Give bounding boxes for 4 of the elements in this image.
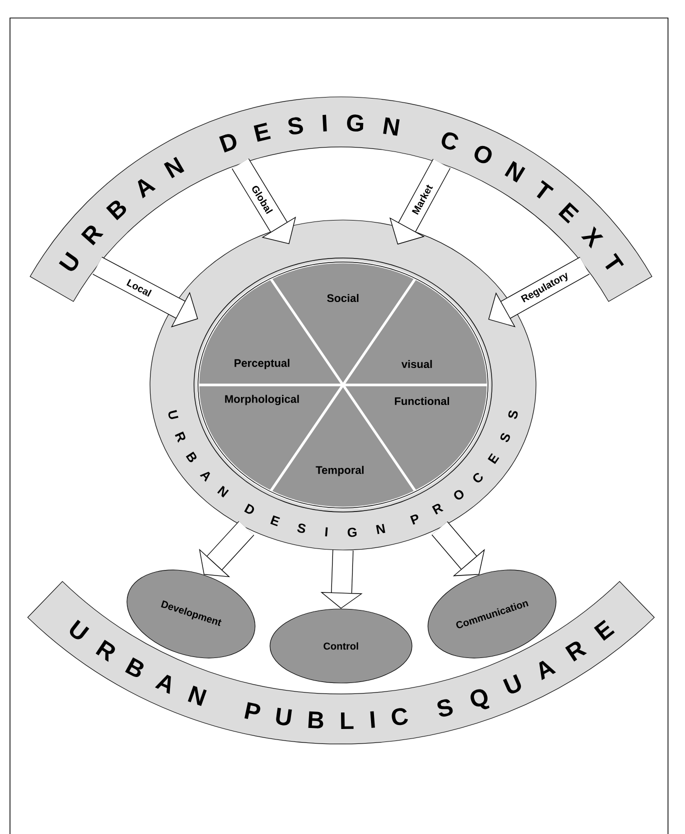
block-arrow — [199, 521, 254, 578]
block-arrow — [488, 256, 590, 328]
block-arrow — [432, 521, 485, 576]
block-arrow — [232, 158, 296, 244]
